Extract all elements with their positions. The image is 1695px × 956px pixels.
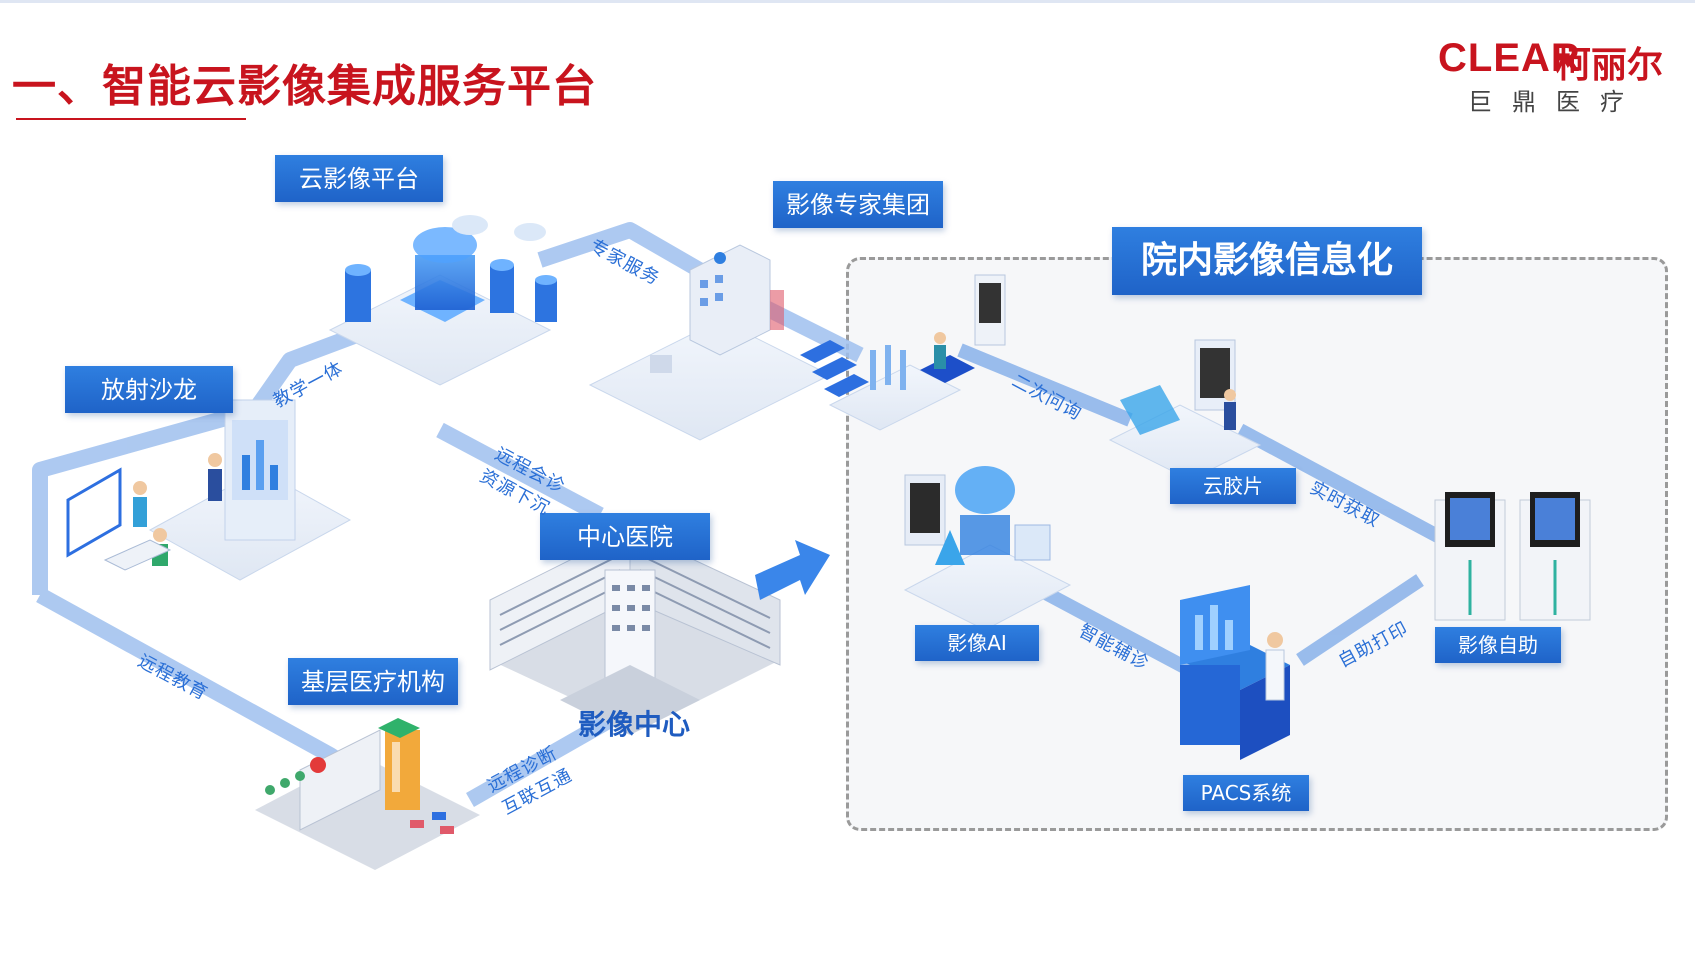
cloud-platform-art xyxy=(328,215,557,386)
node-imaging-ai: 影像AI xyxy=(915,625,1039,661)
pacs-art xyxy=(1180,585,1290,760)
imaging-center-label: 影像中心 xyxy=(578,708,691,741)
node-cloud-platform: 云影像平台 xyxy=(275,155,443,202)
node-radiology-salon: 放射沙龙 xyxy=(65,366,233,413)
node-cloud-film: 云胶片 xyxy=(1170,468,1296,504)
brand-logo-en: CLEAR xyxy=(1438,36,1581,80)
self-service-art xyxy=(1434,492,1591,621)
page-title: 一、智能云影像集成服务平台 xyxy=(12,61,597,112)
brand-logo-cn: 柯丽尔 xyxy=(1555,45,1664,86)
node-self-service: 影像自助 xyxy=(1435,627,1561,663)
cloud-film-art xyxy=(934,274,1262,481)
lab-platform-art xyxy=(828,345,975,431)
node-expert-group: 影像专家集团 xyxy=(773,181,943,228)
big-arrow-art xyxy=(755,540,830,600)
central-hospital-art xyxy=(489,529,781,735)
stairs-art xyxy=(800,340,869,397)
primary-care-art xyxy=(255,718,480,870)
right-path-lines xyxy=(957,343,1449,677)
node-primary-care: 基层医疗机构 xyxy=(288,658,458,705)
brand-subtitle: 巨鼎医疗 xyxy=(1468,88,1644,116)
node-central-hospital: 中心医院 xyxy=(540,513,710,560)
expert-group-art xyxy=(588,244,832,441)
top-border xyxy=(0,0,1695,3)
title-underline xyxy=(16,118,246,120)
node-pacs: PACS系统 xyxy=(1183,775,1309,811)
imaging-ai-art xyxy=(903,466,1072,631)
radiology-salon-art xyxy=(66,399,352,581)
node-in-hospital-imaging: 院内影像信息化 xyxy=(1112,227,1422,295)
